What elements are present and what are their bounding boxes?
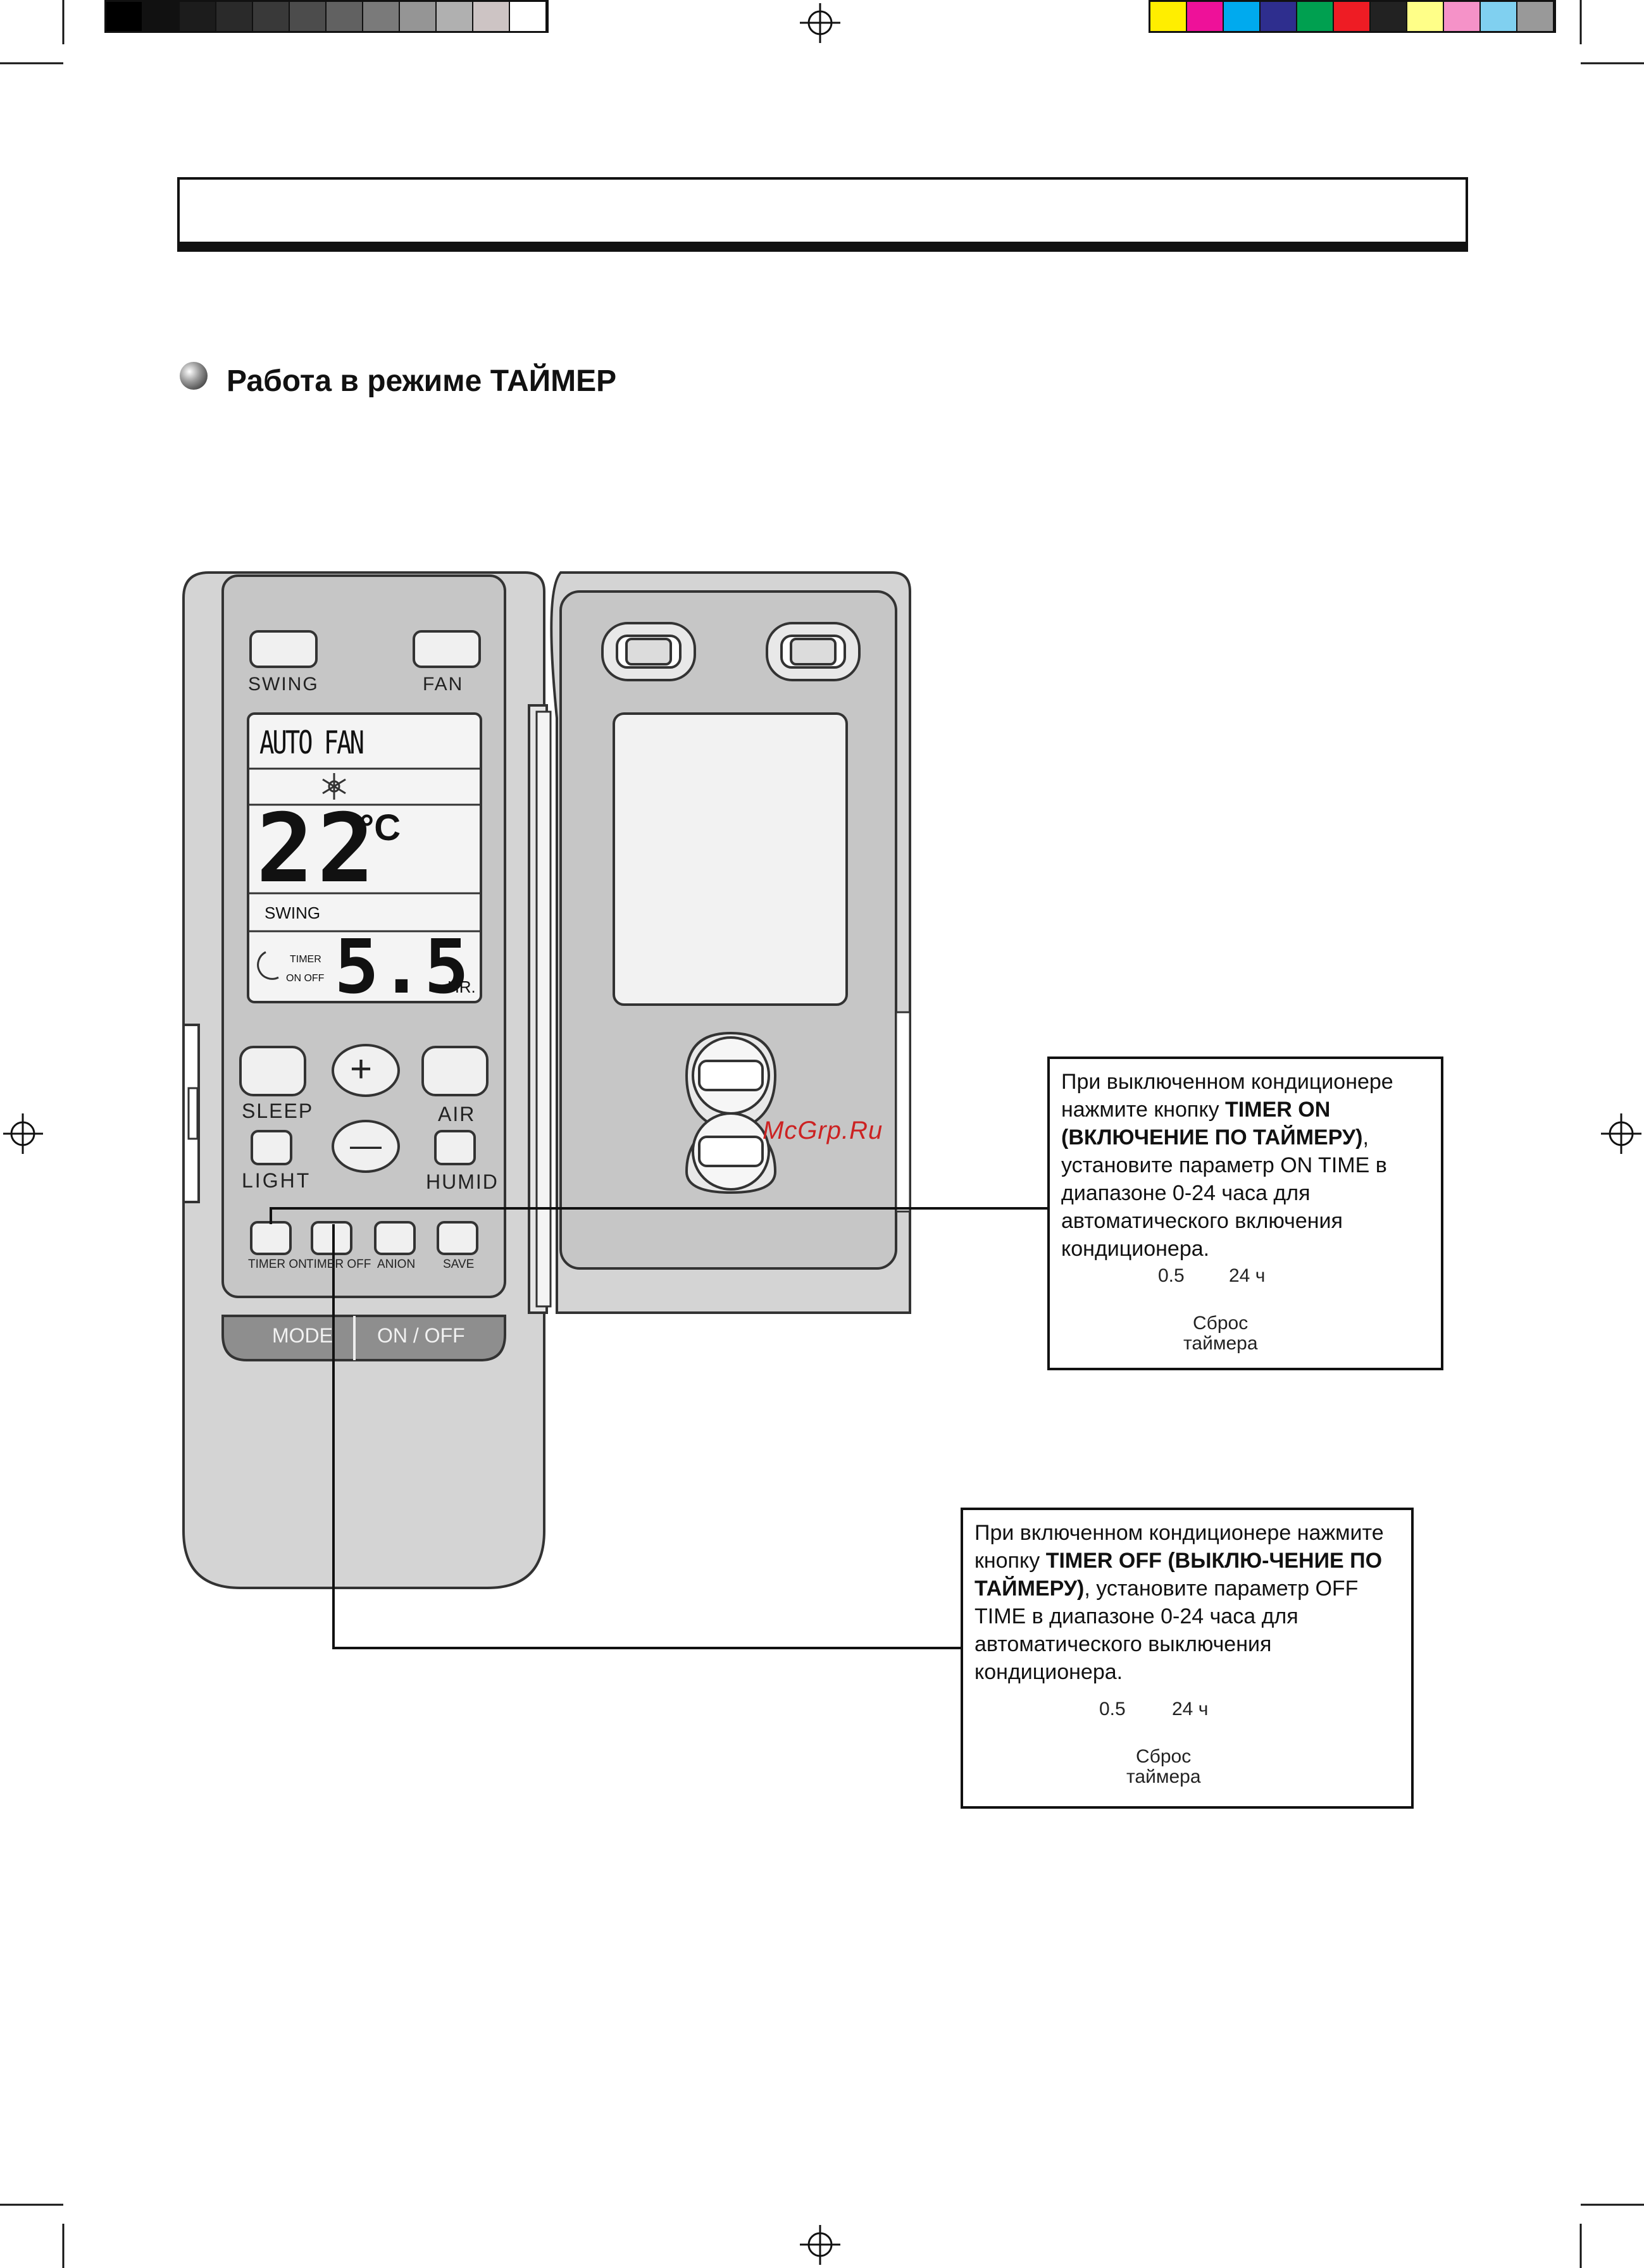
minus-label: — [350, 1127, 382, 1163]
gray-patch [180, 2, 216, 31]
gray-patch [106, 2, 143, 31]
fan-label: FAN [423, 674, 464, 695]
gray-patch [290, 2, 327, 31]
plus-button [332, 1044, 400, 1097]
callout-timer-off: При включенном кондиционере нажмите кноп… [961, 1508, 1414, 1809]
save-button [437, 1221, 478, 1255]
color-patch [1187, 2, 1224, 31]
lcd-mode-text: AUTO FAN [259, 724, 364, 761]
lcd-timer: TIMER [290, 954, 321, 965]
gray-patch [253, 2, 290, 31]
section-title: Работа в режиме ТАЙМЕР [227, 364, 617, 398]
save-label: SAVE [443, 1258, 475, 1271]
color-patch [1407, 2, 1444, 31]
callout-on-text-2: , установите параметр ON TIME в диапазон… [1061, 1125, 1387, 1261]
anion-label: ANION [377, 1258, 416, 1271]
color-patch [1297, 2, 1334, 31]
air-label: AIR [438, 1103, 476, 1125]
grayscale-color-bar [104, 0, 549, 33]
lcd-swing: SWING [265, 903, 321, 922]
callout-off-reset-1: Сброс [1136, 1746, 1192, 1767]
callout-off-reset-2: таймера [1126, 1766, 1201, 1787]
mode-label: MODE [272, 1324, 333, 1347]
callout-on-text-1: При выключенном кондиционере нажмите кно… [1061, 1070, 1393, 1122]
lcd-timer-value: 5.5 [334, 923, 470, 1010]
timer-on-label: TIMER ON [248, 1258, 307, 1271]
gray-patch [400, 2, 437, 31]
snowflake-icon [322, 773, 346, 800]
lcd-hr: HR. [447, 977, 476, 996]
gray-patch [510, 2, 547, 31]
air-button [421, 1046, 489, 1096]
callout-on-bold: TIMER ON (ВКЛЮЧЕНИЕ ПО ТАЙМЕРУ) [1061, 1098, 1363, 1149]
color-patch [1224, 2, 1261, 31]
callout-leader-lines [270, 1207, 1047, 1649]
page-header-box [177, 177, 1468, 252]
anion-button [374, 1221, 416, 1255]
gray-patch [327, 2, 363, 31]
timer-on-button [250, 1221, 292, 1255]
lcd-display [247, 712, 482, 1003]
color-patch [1481, 2, 1517, 31]
plus-label: + [350, 1048, 373, 1090]
gray-patch [437, 2, 473, 31]
sleep-label: SLEEP [242, 1100, 314, 1122]
humid-label: HUMID [426, 1170, 499, 1193]
registration-mark-left [3, 1113, 43, 1154]
callout-timer-on: При выключенном кондиционере нажмите кно… [1047, 1057, 1443, 1370]
gray-patch [143, 2, 180, 31]
registration-mark-top [800, 3, 840, 43]
fan-button [413, 630, 481, 668]
callout-on-reset-2: таймера [1183, 1333, 1258, 1354]
minus-button [332, 1120, 400, 1173]
light-label: LIGHT [242, 1169, 311, 1192]
color-patch [1150, 2, 1187, 31]
callout-off-text-1: При включенном кондиционере нажмите кноп… [975, 1521, 1384, 1573]
color-patch [1334, 2, 1371, 31]
callout-on-from: 0.5 [1158, 1265, 1185, 1286]
color-patch [1261, 2, 1297, 31]
lcd-unit: °C [359, 807, 401, 848]
sleep-moon-icon [257, 951, 279, 980]
swing-button [249, 630, 318, 668]
bullet-icon [180, 362, 208, 390]
onoff-label: ON / OFF [377, 1324, 465, 1347]
callout-off-from: 0.5 [1099, 1699, 1126, 1720]
callout-off-text-2: , установите параметр OFF TIME в диапазо… [975, 1577, 1359, 1684]
lcd-onoff: ON OFF [286, 973, 325, 984]
watermark-text: McGrp.Ru [763, 1117, 883, 1144]
light-button [251, 1130, 292, 1165]
callout-off-bold: TIMER OFF (ВЫКЛЮ-ЧЕНИЕ ПО ТАЙМЕРУ) [975, 1549, 1383, 1601]
callout-on-reset-1: Сброс [1193, 1313, 1249, 1334]
swing-label: SWING [248, 674, 319, 695]
humid-button [434, 1130, 476, 1165]
registration-mark-bottom [800, 2225, 840, 2265]
callout-on-to: 24 ч [1229, 1265, 1266, 1286]
sleep-button [239, 1046, 306, 1096]
color-patch [1371, 2, 1407, 31]
gray-patch [216, 2, 253, 31]
gray-patch [473, 2, 510, 31]
timer-off-label: TIMER OFF [306, 1258, 371, 1271]
callout-off-to: 24 ч [1172, 1699, 1209, 1720]
color-patch [1444, 2, 1481, 31]
timer-off-button [311, 1221, 352, 1255]
cmyk-color-bar [1149, 0, 1556, 33]
registration-mark-right [1601, 1113, 1641, 1154]
gray-patch [363, 2, 400, 31]
lcd-temperature: 22 [256, 794, 378, 904]
color-patch [1517, 2, 1554, 31]
